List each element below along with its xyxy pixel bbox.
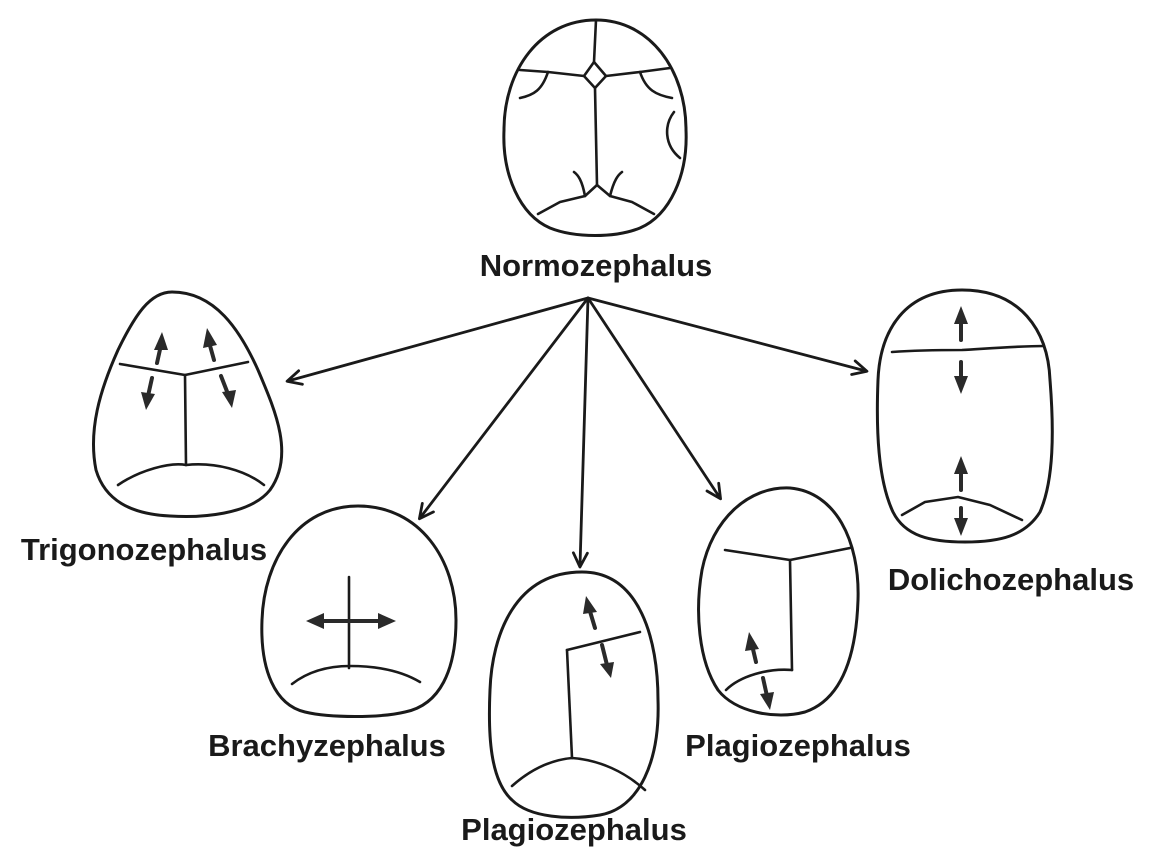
skull-normozephalus (504, 20, 686, 236)
skull-brachyzephalus (262, 506, 456, 717)
skull-dolichozephalus (877, 290, 1052, 542)
label-dolichozephalus: Dolichozephalus (888, 562, 1134, 597)
label-brachyzephalus: Brachyzephalus (208, 728, 446, 763)
label-trigonozephalus: Trigonozephalus (21, 532, 267, 567)
skull-plagiozephalus-right (699, 488, 859, 715)
label-normozephalus: Normozephalus (480, 248, 713, 283)
skull-trigonozephalus (93, 292, 281, 517)
arrow-to-plagiozephalus-center (580, 298, 588, 566)
skull-plagiozephalus-center (489, 572, 658, 817)
label-plagiozephalus-right: Plagiozephalus (685, 728, 911, 763)
arrow-to-trigonozephalus (288, 298, 588, 381)
label-plagiozephalus-center: Plagiozephalus (461, 812, 687, 847)
arrow-to-brachyzephalus (420, 298, 588, 518)
connector-arrows (288, 298, 866, 566)
